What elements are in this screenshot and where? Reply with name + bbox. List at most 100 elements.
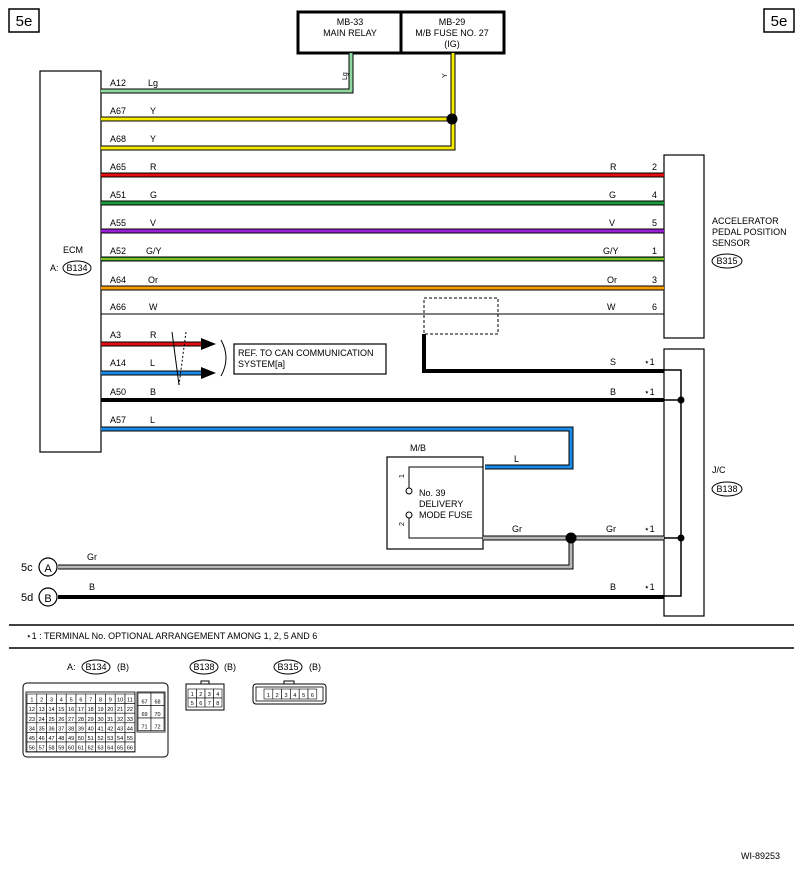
- b315-name: B315: [277, 662, 298, 672]
- page-tag-right: 5e: [771, 13, 788, 30]
- fuse-gr-left: Gr: [512, 524, 522, 534]
- b134-pin-47: 47: [48, 736, 54, 742]
- mb-pin-2: 2: [399, 522, 406, 526]
- arrow-a3: [201, 338, 216, 350]
- mb-fuse-id: MB-29: [439, 17, 466, 27]
- b134-pin-2: 2: [40, 698, 43, 704]
- b134-pin-67: 67: [141, 700, 147, 706]
- b134-pin-42: 42: [107, 726, 113, 732]
- rcolor-a50: B: [610, 387, 616, 397]
- b134-pin-27: 27: [68, 717, 74, 723]
- b134-pin-59: 59: [58, 746, 64, 752]
- b134-pin-72: 72: [154, 725, 160, 731]
- b134-pin-71: 71: [141, 725, 147, 731]
- pin-a52: A52: [110, 246, 126, 256]
- b134-pin-16: 16: [68, 707, 74, 713]
- b138-pin-8: 8: [216, 701, 219, 707]
- b134-pin-37: 37: [58, 726, 64, 732]
- b315-pin-6-cell: [307, 688, 318, 700]
- mb-fuse-ig: (IG): [444, 39, 460, 49]
- jc-box: [663, 348, 705, 617]
- b134-pin-13: 13: [39, 707, 45, 713]
- b134-pin-46: 46: [39, 736, 45, 742]
- shield-box: [423, 297, 499, 335]
- fuse-label-1: No. 39: [419, 488, 446, 498]
- b134-pin-56: 56: [29, 746, 35, 752]
- b138-pin-1: 1: [191, 692, 194, 698]
- term-a65: 2: [652, 162, 657, 172]
- pin-a68: A68: [110, 134, 126, 144]
- b134-pin-38: 38: [68, 726, 74, 732]
- rcolor-a51: G: [609, 190, 616, 200]
- wire-shield: [422, 334, 664, 373]
- rcolor-shield: S: [610, 357, 616, 367]
- b134-prefix: A:: [67, 662, 76, 672]
- b134-pin-11: 11: [127, 698, 133, 704]
- term-a55: 5: [652, 218, 657, 228]
- arrow-a14: [201, 367, 216, 379]
- b134-pin-19: 19: [97, 707, 103, 713]
- mb-label: M/B: [410, 443, 426, 453]
- pin-a65: A65: [110, 162, 126, 172]
- b134-pin-48: 48: [58, 736, 64, 742]
- b138-pin-7: 7: [208, 701, 211, 707]
- fuse-label-3: MODE FUSE: [419, 510, 473, 520]
- term-a52: 1: [652, 246, 657, 256]
- b315-pin-4: 4: [293, 693, 296, 699]
- pin-a64: A64: [110, 275, 126, 285]
- b134-pin-43: 43: [117, 726, 123, 732]
- b134-pin-55: 55: [127, 736, 133, 742]
- b134-pin-39: 39: [78, 726, 84, 732]
- fuse-gr-term: ⋆1: [644, 524, 655, 534]
- sensor-label-2: PEDAL POSITION: [712, 227, 787, 237]
- b134-pin-30: 30: [97, 717, 103, 723]
- ground-a-color: Gr: [87, 552, 97, 562]
- pin-a12: A12: [110, 78, 126, 88]
- splice-y: [446, 113, 458, 125]
- term-a64: 3: [652, 275, 657, 285]
- page-tag-right-box: [763, 8, 795, 33]
- wire-labels: A12 Lg A67 Y A68 Y A65 R R 2 A51 G G 4 A…: [87, 78, 657, 592]
- pin-a51: A51: [110, 190, 126, 200]
- b134-pin-63: 63: [97, 746, 103, 752]
- b315-pin-6: 6: [311, 693, 314, 699]
- b134-pin-14: 14: [48, 707, 54, 713]
- b134-pin-53: 53: [107, 736, 113, 742]
- fuse-gr-right: Gr: [606, 524, 616, 534]
- sensor-connector: B315: [716, 256, 737, 266]
- b134-name: B134: [85, 662, 106, 672]
- b134-pin-68: 68: [154, 700, 160, 706]
- b134-pin-50: 50: [78, 736, 84, 742]
- b134-pin-10: 10: [117, 698, 123, 704]
- b138-suffix: (B): [224, 662, 236, 672]
- b134-pin-65: 65: [117, 746, 123, 752]
- b138-name: B138: [193, 662, 214, 672]
- b134-pin-15: 15: [58, 707, 64, 713]
- b134-pin-31: 31: [107, 717, 113, 723]
- b134-pin-34: 34: [29, 726, 35, 732]
- b134-pin-9: 9: [109, 698, 112, 704]
- b138-pin-3: 3: [208, 692, 211, 698]
- b315-pin-3: 3: [284, 693, 287, 699]
- b138-pin-5: 5: [191, 701, 194, 707]
- term-a66: 6: [652, 302, 657, 312]
- b134-pin-17: 17: [78, 707, 84, 713]
- b134-pin-40: 40: [88, 726, 94, 732]
- rcolor-a52: G/Y: [603, 246, 619, 256]
- color-a57: L: [150, 415, 155, 425]
- wire-a12: [101, 53, 353, 93]
- splice-gr: [565, 532, 577, 544]
- vertical-label-y: Y: [442, 73, 449, 78]
- b134-pin-66-cell: [124, 741, 136, 752]
- ecm-conn-prefix: A:: [50, 263, 59, 273]
- sensor-label-3: SENSOR: [712, 238, 751, 248]
- page-tag-left: 5e: [16, 13, 33, 30]
- rcolor-a65: R: [610, 162, 617, 172]
- sensor-box: [663, 154, 705, 339]
- footnote: ⋆1 : TERMINAL No. OPTIONAL ARRANGEMENT A…: [26, 631, 317, 641]
- pin-a14: A14: [110, 358, 126, 368]
- b134-pin-3: 3: [50, 698, 53, 704]
- term-a51: 4: [652, 190, 657, 200]
- b134-pin-28: 28: [78, 717, 84, 723]
